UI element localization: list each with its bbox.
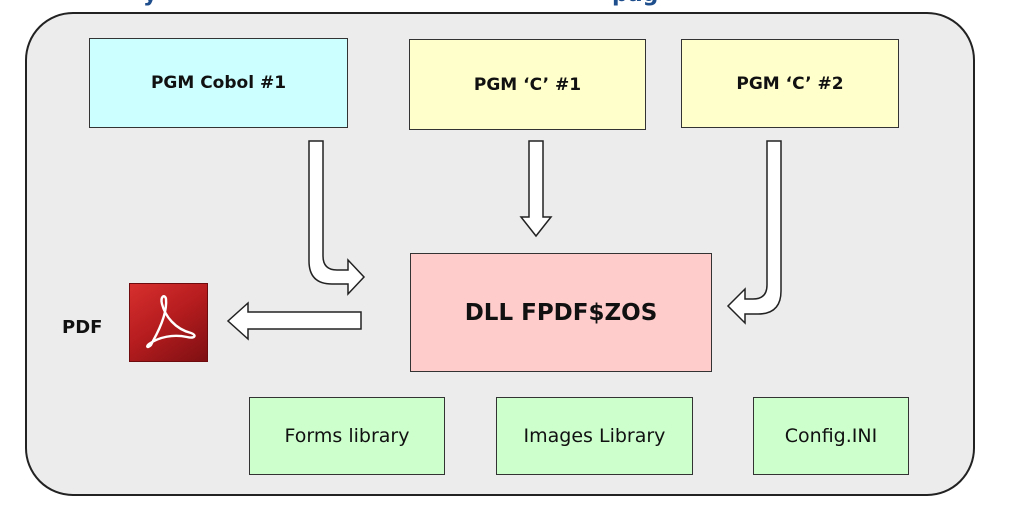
arrow-dll-to-pdf: [226, 301, 362, 341]
pgm-c-2-box: PGM ‘C’ #2: [681, 39, 899, 128]
adobe-acrobat-pdf-icon: [129, 283, 208, 362]
header-fragment-right: pag: [612, 0, 658, 7]
forms-library-box: Forms library: [249, 397, 445, 475]
pgm-c-1-box: PGM ‘C’ #1: [409, 39, 646, 130]
header-fragment-left: y: [143, 0, 157, 7]
dll-fpdf-zos-box: DLL FPDF$ZOS: [410, 253, 712, 372]
config-ini-box: Config.INI: [753, 397, 909, 475]
header-fragment: y pag: [0, 0, 1011, 10]
arrow-c1-to-dll: [519, 140, 553, 238]
pdf-label: PDF: [62, 317, 103, 338]
acrobat-symbol: [146, 295, 196, 349]
arrow-cobol-to-dll: [308, 140, 366, 296]
pgm-cobol-1-box: PGM Cobol #1: [89, 38, 348, 128]
arrow-c2-to-dll: [726, 140, 782, 325]
images-library-box: Images Library: [496, 397, 693, 475]
